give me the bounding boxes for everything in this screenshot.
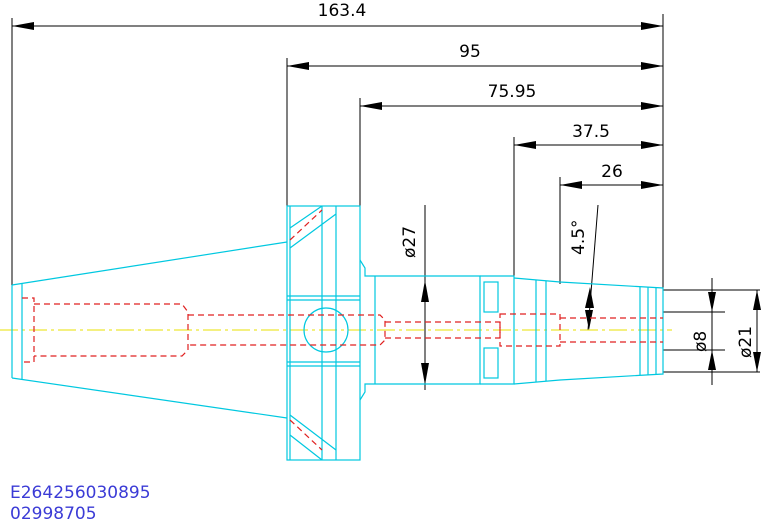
flange-hidden [289,209,323,451]
dim-label-26: 26 [601,162,623,182]
nose-bore [560,317,663,343]
flange-chamfers [289,205,337,461]
dim-label-angle: 4.5° [569,219,589,255]
arrow-27-top [421,280,429,302]
arrow-angle-bottom [585,310,593,330]
arrow-21-top [753,290,761,310]
part-code-1: E264256030895 [10,483,151,503]
dim-label-75: 75.95 [488,82,537,102]
body-groove-top [483,281,499,313]
arrow-8-top [708,292,716,312]
arrow-8-bottom [708,350,716,370]
dim-label-37: 37.5 [572,122,610,142]
arrow-95-left [287,62,309,70]
arrow-75-left [360,102,382,110]
arrow-163-left [12,22,34,30]
arrow-27-bottom [421,363,429,385]
arrow-26-right [641,181,663,189]
holder-outline [11,205,664,461]
body-shoulder [359,259,481,401]
drawbar-bore [34,303,189,357]
flange-hole [303,307,349,353]
dimension-lines [11,14,761,390]
bore-rear [22,297,35,363]
body-groove [480,275,515,385]
nose-taper [513,277,664,385]
dim-label-21: ø21 [736,326,756,358]
arrow-163-right [641,22,663,30]
arrow-37-left [514,141,536,149]
through-bore [385,321,501,339]
taper-shank [11,241,288,419]
arrow-75-right [641,102,663,110]
arrow-angle-top [585,287,594,308]
angle-leader [587,204,599,331]
dim-label-163: 163.4 [318,1,367,21]
dim-label-27: ø27 [400,226,420,258]
arrow-37-right [641,141,663,149]
center-bore [188,314,386,346]
dim-label-95: 95 [459,42,481,62]
flange-body [286,205,361,461]
arrow-21-bottom [753,352,761,372]
dim-label-8: ø8 [691,331,711,352]
hidden-features [22,209,663,451]
part-code-2: 02998705 [10,504,97,523]
arrow-26-left [560,181,582,189]
collet-pocket [499,313,561,347]
arrow-95-right [641,62,663,70]
body-groove-bottom [483,347,499,379]
